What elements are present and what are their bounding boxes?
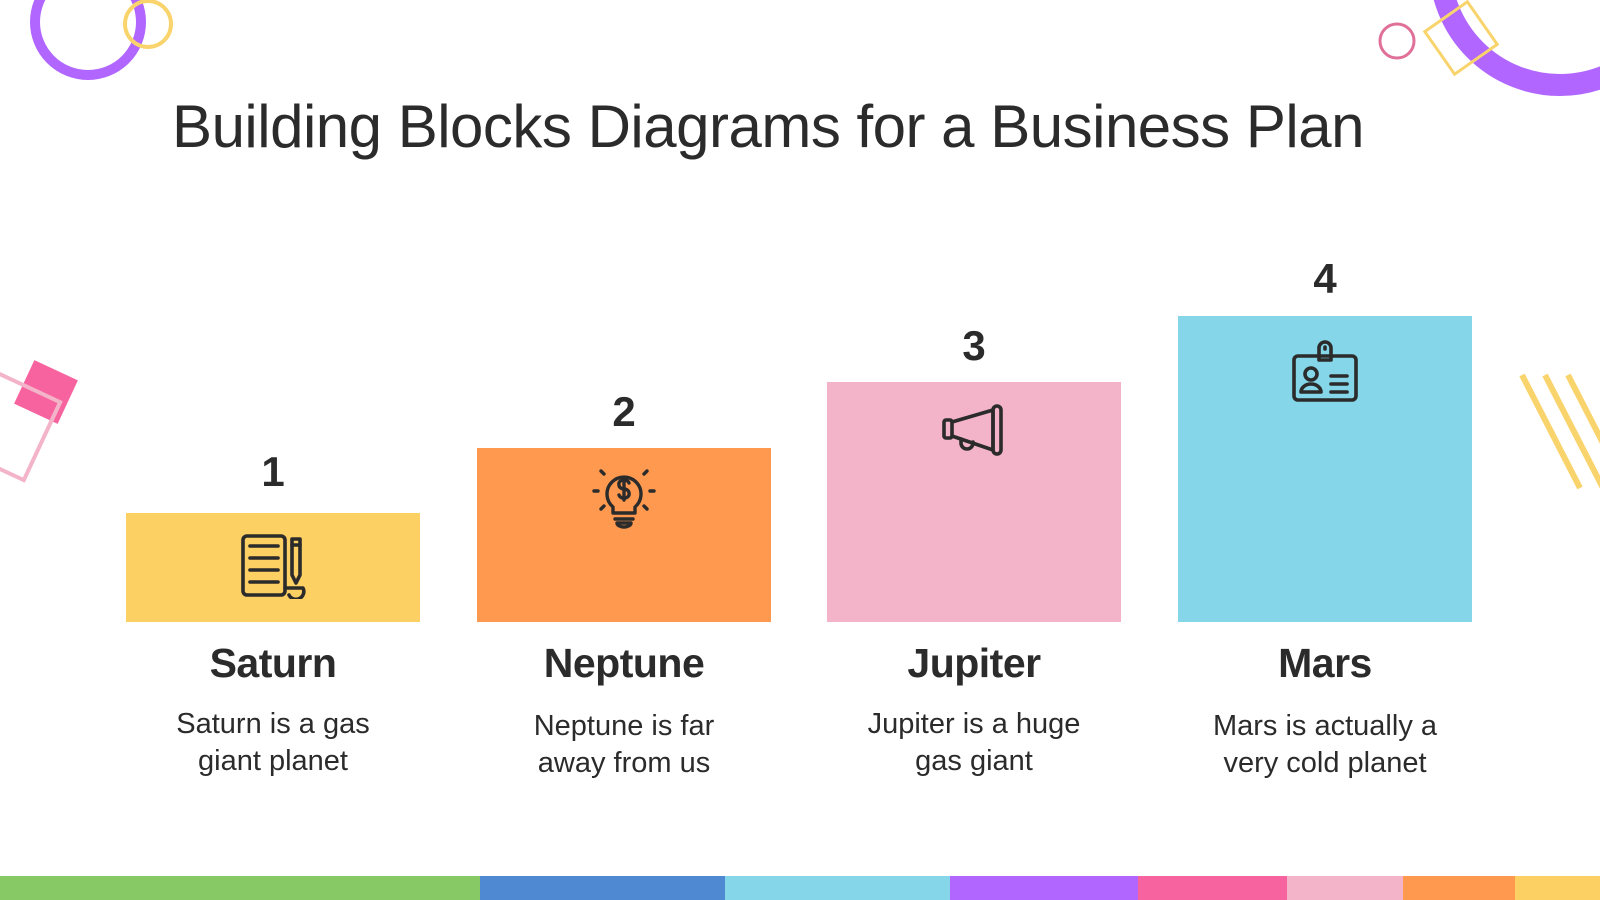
rose-ring-decor [1378, 22, 1416, 60]
yellow-stripe-decor [1565, 373, 1600, 444]
block-4-name: Mars [1278, 640, 1372, 686]
yellow-stripe-decor [1542, 373, 1600, 489]
block-2-desc-line-2: away from us [537, 747, 711, 779]
block-4-description: Mars is actually a very cold planet [1165, 708, 1485, 782]
block-3-name: Jupiter [907, 640, 1041, 686]
block-1-name: Saturn [209, 640, 337, 686]
bar-segment-blue [480, 876, 725, 900]
block-1-desc-line-1: Saturn is a gas [176, 708, 370, 740]
bar-segment-yellow [1515, 876, 1600, 900]
light-pink-square-outline-decor [0, 363, 63, 483]
block-1-description: Saturn is a gas giant planet [113, 706, 433, 780]
bar-segment-pink [1138, 876, 1287, 900]
block-3-desc-line-2: gas giant [915, 745, 1033, 777]
yellow-stripe-decor [1519, 373, 1583, 490]
bar-segment-light-pink [1287, 876, 1403, 900]
block-3-number: 3 [962, 322, 986, 369]
decor-right-stripes [1519, 373, 1600, 490]
block-2-neptune [477, 448, 771, 622]
block-1-desc-line-2: giant planet [198, 745, 348, 777]
block-4-desc-line-2: very cold planet [1223, 747, 1427, 779]
decor-top-left [30, 0, 173, 80]
pink-square-decor [14, 360, 78, 424]
yellow-square-decor [1422, 0, 1500, 77]
notepad-pencil-icon [241, 534, 306, 599]
block-3-jupiter [827, 382, 1121, 622]
block-3-desc-line-1: Jupiter is a huge [867, 708, 1081, 740]
decor-left-middle [0, 360, 78, 483]
block-2-name: Neptune [543, 640, 705, 686]
block-3-description: Jupiter is a huge gas giant [814, 706, 1134, 780]
block-2-number: 2 [612, 388, 636, 435]
block-1-saturn [126, 513, 420, 622]
lightbulb-dollar-icon [592, 469, 656, 529]
bar-segment-purple [950, 876, 1138, 900]
bar-segment-green [0, 876, 480, 900]
page-title: Building Blocks Diagrams for a Business … [172, 93, 1364, 160]
decor-top-right [1378, 0, 1600, 96]
block-1-number: 1 [261, 448, 285, 495]
id-badge-icon [1292, 340, 1358, 402]
block-4-desc-line-1: Mars is actually a [1212, 710, 1437, 742]
bar-segment-light-blue [725, 876, 950, 900]
bar-segment-orange [1403, 876, 1515, 900]
purple-arc-decor [1433, 0, 1600, 96]
block-2-description: Neptune is far away from us [464, 708, 784, 782]
yellow-ring-decor [123, 0, 173, 49]
block-4-mars [1178, 316, 1472, 622]
purple-ring-decor [30, 0, 146, 80]
block-4-number: 4 [1313, 255, 1337, 302]
block-2-desc-line-1: Neptune is far [533, 710, 715, 742]
megaphone-icon [942, 404, 1003, 456]
